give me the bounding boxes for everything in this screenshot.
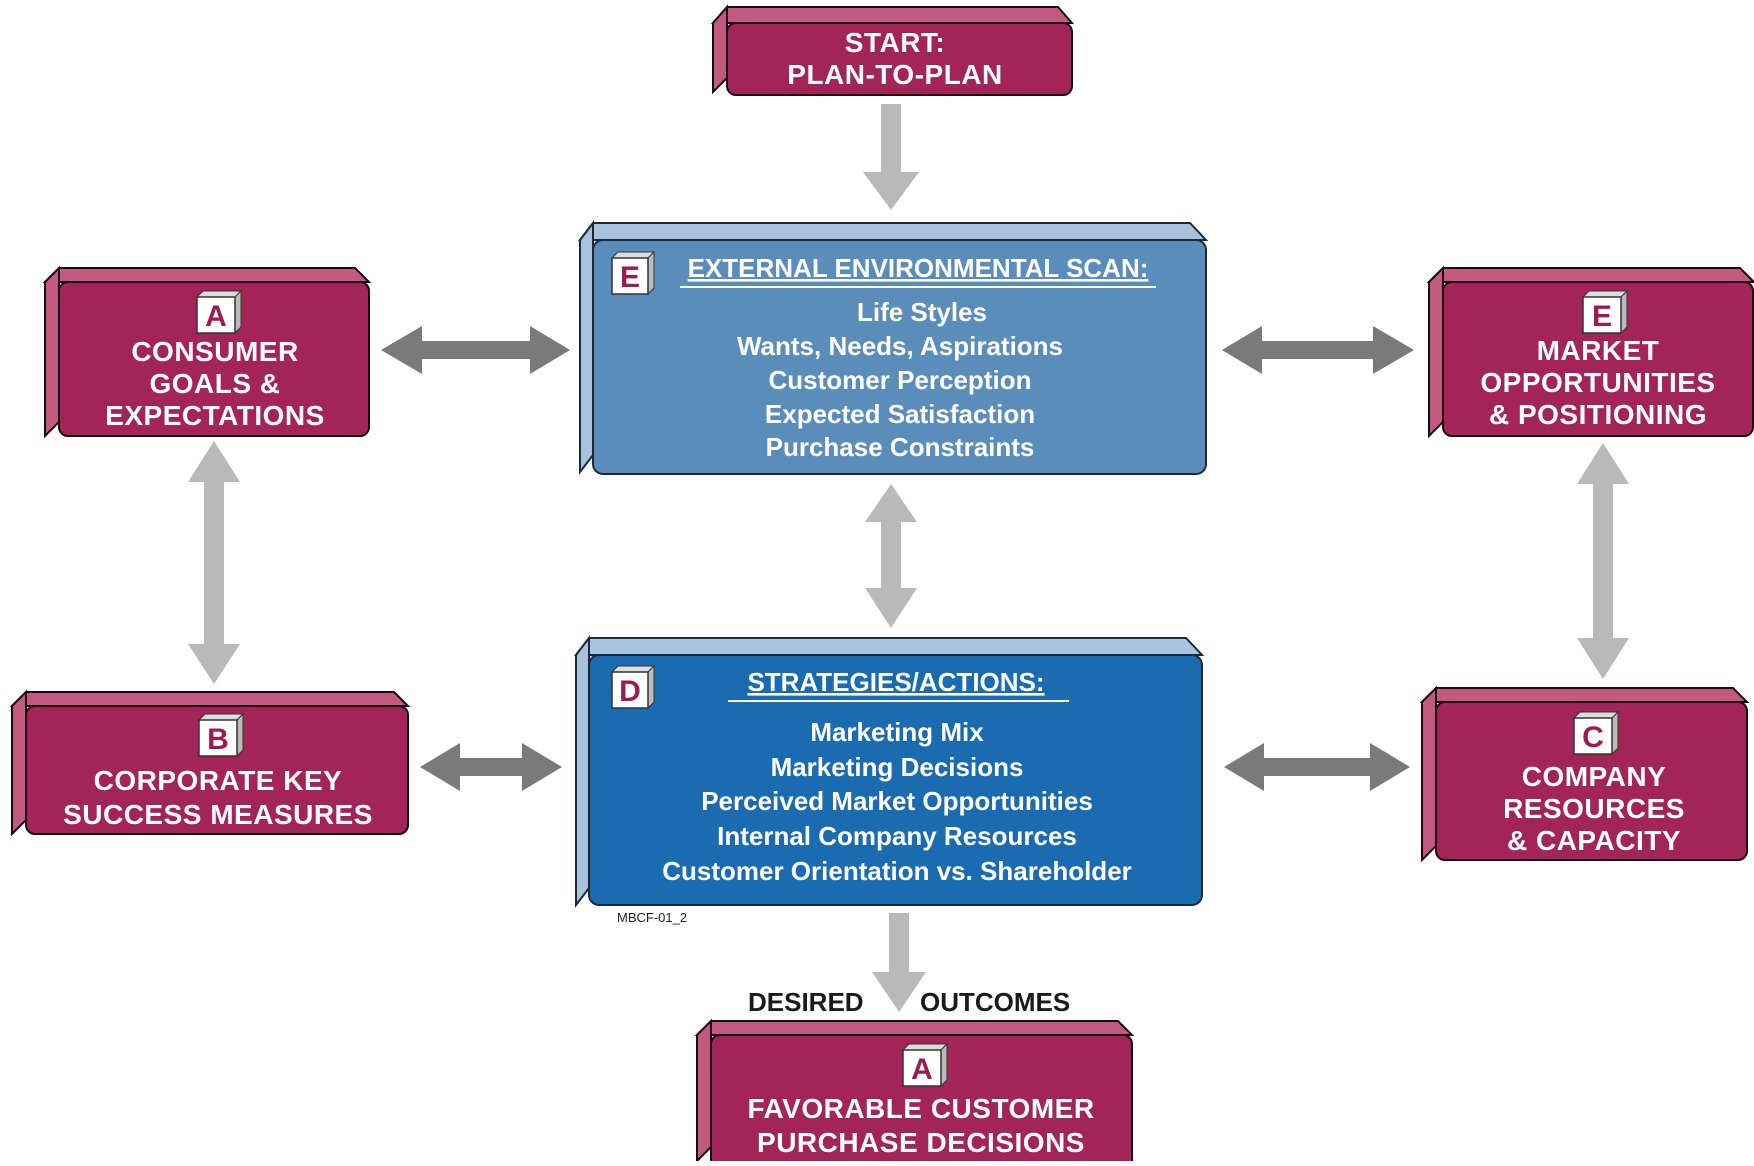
- strategies-badge-letter: D: [619, 675, 641, 708]
- strategies-panel: D STRATEGIES/ACTIONS: Marketing Mix Mark…: [573, 635, 1205, 908]
- company-label-line: RESOURCES: [1503, 793, 1685, 824]
- corporate-label-line: CORPORATE KEY: [94, 765, 343, 796]
- scan-item: Expected Satisfaction: [765, 399, 1035, 429]
- arrow-consumer-corporate: [188, 441, 240, 684]
- market-opportunities-box: E MARKET OPPORTUNITIES & POSITIONING: [1426, 265, 1754, 439]
- outcome-badge-letter: A: [911, 1053, 933, 1086]
- company-label-line: & CAPACITY: [1507, 825, 1681, 856]
- arrow-strategies-to-outcome: [872, 913, 926, 1012]
- figure-code: MBCF-01_2: [617, 910, 687, 925]
- favorable-outcome-box: A FAVORABLE CUSTOMER PURCHASE DECISIONS: [694, 1018, 1135, 1166]
- outcome-label-right: OUTCOMES: [920, 987, 1070, 1017]
- corporate-label-line: SUCCESS MEASURES: [63, 799, 373, 830]
- market-label-line: & POSITIONING: [1489, 399, 1707, 430]
- outcome-label-line: FAVORABLE CUSTOMER: [747, 1093, 1094, 1124]
- strategies-item: Customer Orientation vs. Shareholder: [662, 856, 1132, 886]
- arrow-strategies-company: [1224, 743, 1410, 791]
- outcome-label-line: PURCHASE DECISIONS: [757, 1127, 1085, 1158]
- company-badge-letter: C: [1582, 721, 1604, 754]
- strategies-badge: D: [610, 664, 656, 710]
- company-badge: C: [1572, 710, 1620, 756]
- company-label-line: COMPANY: [1522, 761, 1667, 792]
- start-label-line1: START:: [845, 27, 945, 58]
- market-badge-letter: E: [1592, 300, 1612, 333]
- strategies-item: Perceived Market Opportunities: [701, 786, 1093, 816]
- scan-panel: E EXTERNAL ENVIRONMENTAL SCAN: Life Styl…: [577, 220, 1209, 475]
- market-label-line: MARKET: [1537, 335, 1660, 366]
- consumer-goals-box: A CONSUMER GOALS & EXPECTATIONS: [42, 265, 372, 439]
- scan-badge-letter: E: [620, 261, 640, 294]
- consumer-label-line: GOALS &: [149, 368, 280, 399]
- arrow-start-to-scan: [863, 104, 919, 210]
- consumer-badge-letter: A: [205, 300, 227, 333]
- scan-badge: E: [610, 250, 656, 296]
- arrow-market-company: [1577, 443, 1629, 679]
- scan-title: EXTERNAL ENVIRONMENTAL SCAN:: [688, 253, 1149, 283]
- scan-item: Wants, Needs, Aspirations: [737, 331, 1063, 361]
- scan-item: Customer Perception: [769, 365, 1032, 395]
- outcome-badge: A: [901, 1042, 949, 1088]
- consumer-badge: A: [195, 289, 243, 335]
- arrow-corporate-strategies: [420, 743, 562, 791]
- corporate-measures-box: B CORPORATE KEY SUCCESS MEASURES: [9, 689, 411, 837]
- arrow-consumer-scan: [381, 326, 570, 374]
- consumer-label-line: CONSUMER: [131, 336, 298, 367]
- scan-item: Life Styles: [857, 297, 987, 327]
- corporate-badge-letter: B: [207, 723, 229, 756]
- start-label-line2: PLAN-TO-PLAN: [787, 59, 1002, 90]
- corporate-badge: B: [197, 712, 245, 758]
- strategies-item: Internal Company Resources: [717, 821, 1077, 851]
- arrow-scan-market: [1222, 326, 1414, 374]
- scan-item: Purchase Constraints: [766, 432, 1035, 462]
- outcome-label-left: DESIRED: [748, 987, 864, 1017]
- strategies-title: STRATEGIES/ACTIONS:: [747, 667, 1044, 697]
- strategies-item: Marketing Decisions: [771, 752, 1024, 782]
- strategies-item: Marketing Mix: [810, 717, 984, 747]
- company-resources-box: C COMPANY RESOURCES & CAPACITY: [1419, 685, 1750, 863]
- start-box: START: PLAN-TO-PLAN: [710, 4, 1075, 96]
- consumer-label-line: EXPECTATIONS: [105, 400, 325, 431]
- market-badge: E: [1581, 289, 1629, 335]
- market-label-line: OPPORTUNITIES: [1480, 367, 1715, 398]
- arrow-scan-strategies: [865, 484, 917, 628]
